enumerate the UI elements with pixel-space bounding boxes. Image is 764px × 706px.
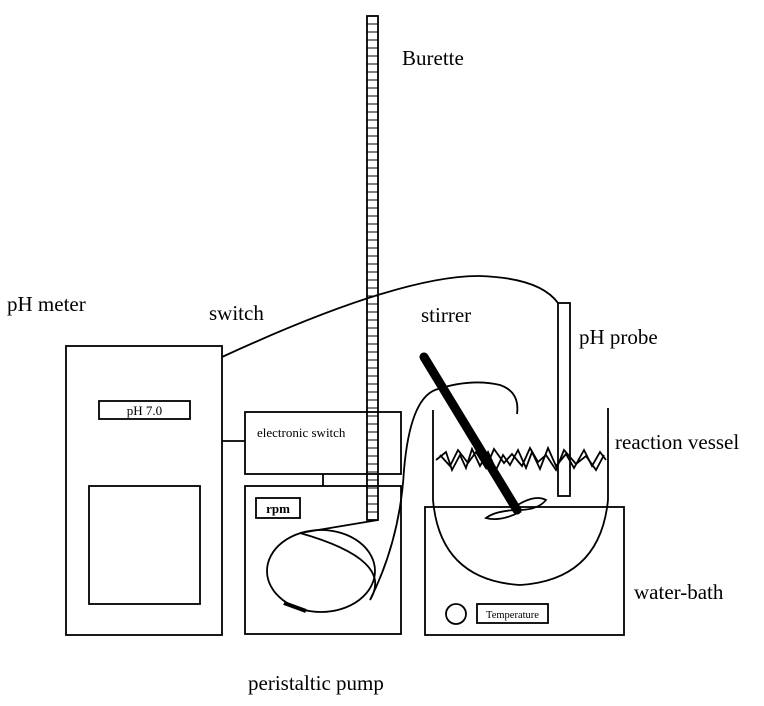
rpm-text: rpm — [266, 501, 290, 516]
stirrer-blade-right — [514, 497, 548, 511]
water-bath-box — [424, 506, 625, 636]
temperature-text: Temperature — [486, 610, 539, 621]
water-bath-label: water-bath — [634, 580, 724, 604]
ph-probe-label: pH probe — [579, 325, 658, 349]
pump-body — [244, 485, 402, 635]
burette-graduations — [367, 23, 378, 513]
ph-meter-label: pH meter — [7, 292, 86, 316]
liquid-surface-2 — [439, 446, 605, 472]
switch-label: switch — [209, 301, 264, 325]
ph-display-text: pH 7.0 — [127, 403, 162, 418]
stirrer-blade-left — [484, 509, 523, 521]
burette-tube — [366, 15, 379, 521]
temperature-knob — [445, 603, 467, 625]
stirrer — [419, 352, 548, 521]
water-bath: Temperature — [424, 506, 625, 636]
burette — [366, 15, 379, 521]
rpm-box — [255, 497, 301, 519]
ph-meter-body — [65, 345, 223, 636]
pump-roller-shade — [283, 601, 307, 613]
stirrer-rod — [419, 352, 522, 515]
reaction-vessel — [432, 408, 609, 586]
ph-display-box — [98, 400, 191, 420]
burette-label: Burette — [402, 46, 464, 70]
ph-meter-screen — [88, 485, 201, 605]
ph-meter: pH 7.0 — [65, 345, 223, 636]
stirrer-label: stirrer — [421, 303, 471, 327]
probe-cable — [221, 275, 559, 358]
reaction-vessel-label: reaction vessel — [615, 430, 739, 454]
peristaltic-pump-label: peristaltic pump — [248, 671, 384, 695]
temperature-box — [476, 603, 549, 624]
liquid-surface — [435, 445, 607, 473]
peristaltic-pump: rpm — [244, 485, 402, 635]
ph-probe — [557, 302, 571, 497]
pump-roller — [266, 529, 376, 613]
electronic-switch-text: electronic switch — [257, 425, 346, 440]
feed-tube — [299, 381, 519, 601]
